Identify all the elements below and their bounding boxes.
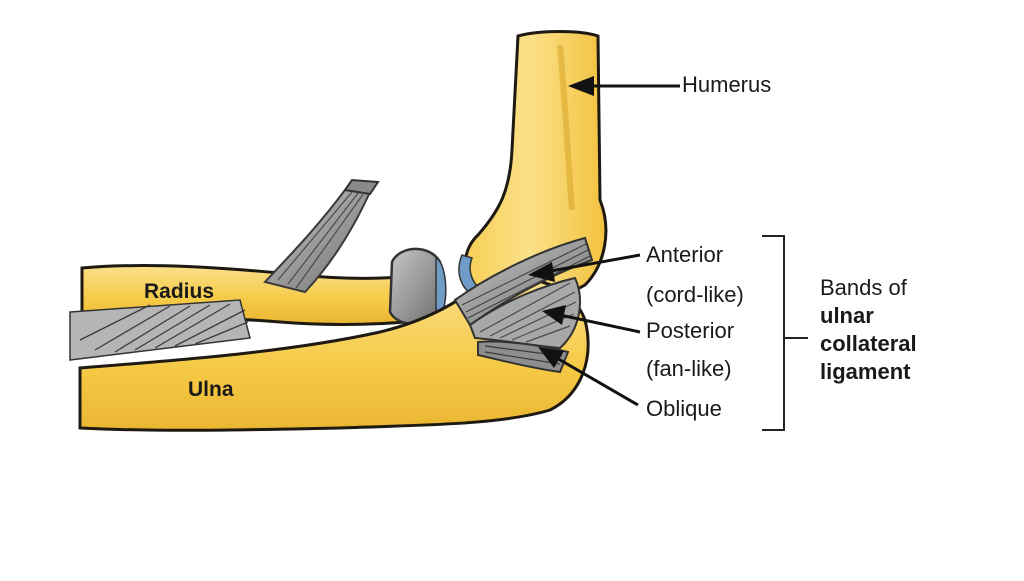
posterior-note: (fan-like) xyxy=(646,356,732,381)
band-bracket xyxy=(762,235,808,431)
bands-label-line1: Bands of xyxy=(820,275,907,300)
humerus-label: Humerus xyxy=(682,72,772,97)
oblique-label: Oblique xyxy=(646,396,722,421)
ulna-label: Ulna xyxy=(188,378,234,401)
interosseous-fibers xyxy=(69,299,251,361)
pointer-arrows xyxy=(528,76,680,407)
radius-label: Radius xyxy=(144,280,215,303)
ulna-bone xyxy=(78,277,590,432)
anterior-note: (cord-like) xyxy=(646,282,744,307)
anterior-label: Anterior xyxy=(646,242,724,267)
bands-label-line2: ulnar xyxy=(820,303,874,328)
posterior-label: Posterior xyxy=(646,318,735,343)
bands-label-line3: collateral xyxy=(820,331,917,356)
tendon-fibers xyxy=(277,191,365,289)
humerus-shading xyxy=(557,44,575,211)
bands-label-line4: ligament xyxy=(820,359,911,384)
biceps-tendon-cap xyxy=(343,178,380,196)
